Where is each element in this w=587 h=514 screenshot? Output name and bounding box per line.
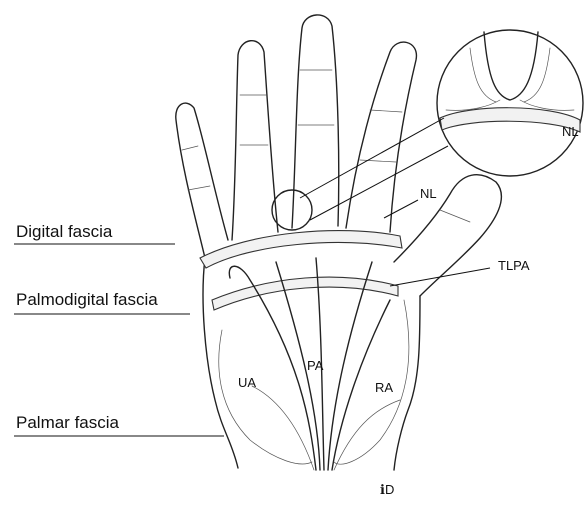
label-palmar-fascia: Palmar fascia (16, 413, 120, 432)
label-ra: RA (375, 380, 393, 395)
label-digital-fascia: Digital fascia (16, 222, 113, 241)
label-pa: PA (307, 358, 324, 373)
thenar-eminence (334, 300, 409, 464)
label-nl-inset: NL (562, 124, 579, 139)
ring-finger (232, 41, 278, 240)
hand-illustration (176, 15, 502, 470)
little-finger (176, 103, 228, 258)
index-finger (346, 42, 416, 232)
artist-signature: ℹD (380, 482, 394, 497)
label-ua: UA (238, 375, 256, 390)
palm-outline-right (394, 296, 420, 470)
label-nl: NL (420, 186, 437, 201)
thumb (394, 175, 501, 296)
hypothenar-eminence (219, 330, 312, 464)
middle-finger (292, 15, 339, 228)
inset-magnified-view (300, 30, 583, 220)
palmodigital-band (212, 277, 398, 310)
label-tlpa: TLPA (498, 258, 530, 273)
label-palmodigital-fascia: Palmodigital fascia (16, 290, 158, 309)
